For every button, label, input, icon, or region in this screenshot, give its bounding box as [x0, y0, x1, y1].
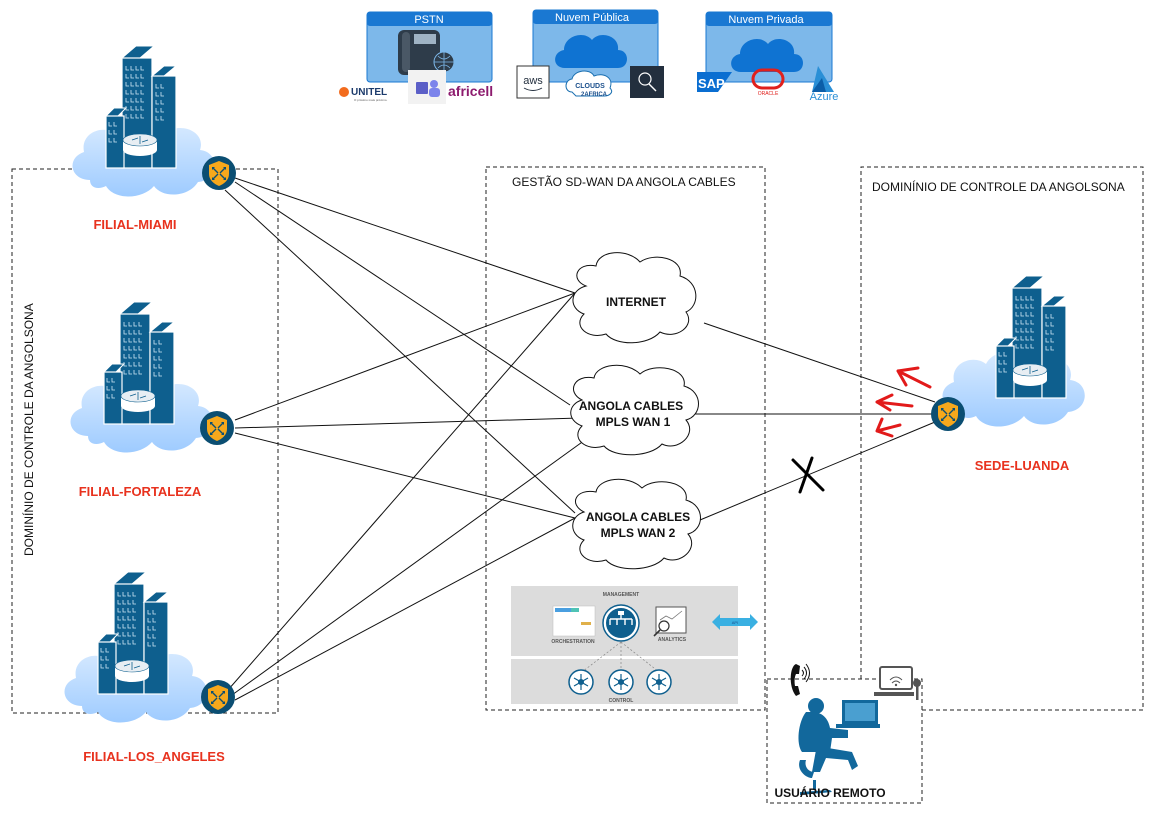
search-service-logo — [630, 66, 664, 98]
phone-icon — [790, 663, 810, 696]
svg-text:aws: aws — [523, 75, 543, 87]
svg-text:ORACLE: ORACLE — [758, 91, 779, 97]
svg-text:CLOUDS: CLOUDS — [575, 83, 605, 90]
link-miami-internet — [234, 177, 576, 294]
service-nuvem-privada-title: Nuvem Privada — [728, 14, 804, 26]
router-badge-icon[interactable] — [201, 155, 237, 191]
zone-center-title: GESTÃO SD-WAN DA ANGOLA CABLES — [512, 175, 736, 189]
orchestration-dashboard-icon — [552, 605, 596, 637]
cloud-icon — [731, 39, 803, 72]
router-badge-icon[interactable] — [200, 679, 236, 715]
aws-logo: aws — [516, 65, 550, 99]
africell-logo: africell — [448, 83, 493, 99]
zone-center-box — [485, 166, 766, 711]
arrow-left-icon — [896, 366, 932, 389]
remote-user-box — [766, 678, 923, 804]
arrow-left-icon — [875, 393, 914, 412]
link-fortaleza-internet — [234, 292, 576, 421]
link-luanda-internet — [703, 322, 936, 403]
svg-text:CONTROL: CONTROL — [609, 698, 634, 704]
site-filial-miami[interactable] — [72, 45, 237, 197]
svg-text:UNITEL: UNITEL — [351, 87, 387, 98]
link-failure-x-icon — [791, 456, 825, 494]
controller-node-icon — [608, 669, 634, 695]
service-pstn-title: PSTN — [414, 14, 443, 26]
remote-user-label: USUÁRIO REMOTO — [774, 785, 885, 800]
transport-mpls-wan-2[interactable]: ANGOLA CABLES MPLS WAN 2 — [572, 478, 701, 570]
link-la-mpls1 — [231, 439, 586, 696]
zone-right-box — [860, 166, 1144, 711]
cloud-icon — [555, 35, 627, 68]
router-badge-icon[interactable] — [930, 396, 966, 432]
remote-user-icon — [798, 698, 880, 795]
traffic-arrows — [875, 366, 932, 438]
link-miami-mpls2 — [224, 189, 576, 514]
site-filial-los-angeles-label: FILIAL-LOS_ANGELES — [83, 749, 225, 764]
site-filial-miami-label: FILIAL-MIAMI — [93, 217, 176, 232]
site-filial-fortaleza[interactable] — [70, 301, 235, 453]
site-filial-fortaleza-label: FILIAL-FORTALEZA — [79, 484, 202, 499]
azure-logo: Azure — [810, 66, 839, 103]
controller-node-icon — [568, 669, 594, 695]
clouds2africa-logo: CLOUDS 2AFRICA — [565, 70, 613, 98]
transport-mpls-wan-2-line2: MPLS WAN 2 — [601, 526, 676, 540]
site-sede-luanda-label: SEDE-LUANDA — [975, 458, 1070, 473]
zone-right-title: DOMINÍNIO DE CONTROLE DA ANGOLSONA — [872, 179, 1125, 194]
router-badge-icon[interactable] — [199, 410, 235, 446]
arrow-left-icon — [875, 417, 902, 438]
site-filial-los-angeles[interactable] — [64, 571, 236, 723]
api-arrow-icon: API — [712, 614, 758, 630]
link-fortaleza-mpls2 — [234, 432, 576, 519]
svg-text:ANALYTICS: ANALYTICS — [658, 637, 687, 643]
remote-user[interactable]: USUÁRIO REMOTO — [774, 663, 921, 800]
svg-text:API: API — [732, 620, 738, 625]
oracle-logo: ORACLE — [751, 68, 785, 97]
unitel-logo: UNITEL O próximo mais próximo. — [339, 87, 388, 102]
transport-mpls-wan-1-line1: ANGOLA CABLES — [579, 399, 683, 413]
transport-mpls-wan-2-line1: ANGOLA CABLES — [586, 510, 690, 524]
svg-text:ORCHESTRATION: ORCHESTRATION — [551, 639, 595, 645]
site-sede-luanda[interactable] — [930, 275, 1085, 432]
link-miami-mpls1 — [234, 181, 571, 406]
link-la-internet — [227, 292, 576, 691]
svg-text:MANAGEMENT: MANAGEMENT — [603, 592, 639, 598]
transport-mpls-wan-1-line2: MPLS WAN 1 — [596, 415, 671, 429]
laptop-key-icon — [874, 666, 921, 700]
service-nuvem-publica[interactable]: Nuvem Pública aws CLOUDS 2AFRICA — [516, 9, 664, 99]
service-nuvem-publica-title: Nuvem Pública — [555, 12, 630, 24]
link-la-mpls2 — [234, 517, 576, 701]
transport-internet[interactable]: INTERNET — [572, 252, 697, 344]
sdwan-architecture-panel: MANAGEMENT ORCHESTRATION ANALYTICS API — [511, 586, 758, 704]
zone-left-title: DOMINÍNIO DE CONTROLE DA ANGOLSONA — [21, 303, 36, 556]
link-fortaleza-mpls1 — [234, 417, 581, 429]
link-luanda-mpls2-down — [699, 421, 936, 521]
sap-logo: SAP — [697, 72, 732, 92]
controller-node-icon — [646, 669, 672, 695]
svg-text:2AFRICA: 2AFRICA — [581, 92, 608, 98]
svg-text:Azure: Azure — [810, 91, 839, 103]
service-nuvem-privada[interactable]: Nuvem Privada SAP ORACLE Azure — [697, 11, 839, 103]
management-hub-icon — [602, 604, 640, 642]
svg-text:SAP: SAP — [698, 76, 725, 91]
teams-logo — [408, 70, 446, 104]
transport-internet-label: INTERNET — [606, 295, 667, 309]
analytics-icon — [653, 606, 687, 637]
svg-text:O próximo mais próximo.: O próximo mais próximo. — [354, 98, 388, 102]
service-pstn[interactable]: PSTN UNITEL O próximo mais próximo. afri… — [339, 11, 493, 104]
transport-mpls-wan-1[interactable]: ANGOLA CABLES MPLS WAN 1 — [570, 364, 699, 456]
links — [224, 177, 936, 701]
